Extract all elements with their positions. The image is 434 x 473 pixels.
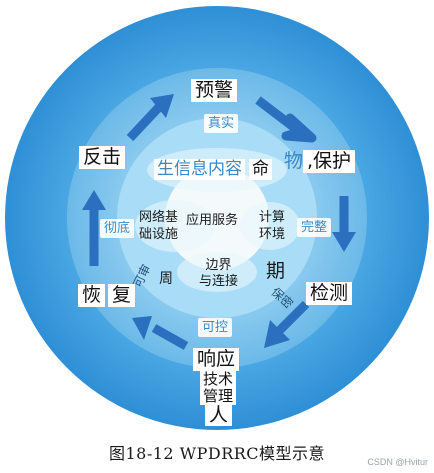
layer-mgmt: 管理 [200, 388, 237, 405]
core-info-content: 生信息内容 [154, 159, 245, 180]
arrow-head-counter [82, 190, 106, 210]
arrow-respond-to-recover [151, 324, 189, 350]
arrow-counter-to-warning [126, 102, 164, 142]
arrow-head-recover [132, 316, 152, 340]
source-credit: CSDN @Hvitur [367, 457, 428, 467]
core-network-infra: 网络基 础设施 [139, 210, 179, 242]
figure-caption: 图18-12 WPDRRC模型示意 [108, 444, 326, 463]
arrow-head-respond [264, 320, 290, 348]
step-protect: ,保护 [303, 150, 356, 173]
layer-people: 人 [205, 405, 233, 426]
step-recover-b: 复 [108, 284, 136, 307]
step-recover-a: 恢 [78, 284, 106, 307]
core-compute-env: 计算 环境 [259, 210, 286, 242]
arrow-head-warning [150, 94, 174, 118]
property-authentic: 真实 [204, 114, 239, 133]
arrow-detect-to-respond [272, 300, 310, 338]
core-life: 命 [249, 159, 272, 180]
core-boundary: 边界 与连接 [199, 258, 239, 289]
step-warning: 预警 [191, 79, 238, 102]
arrow-warning-to-protect [255, 96, 317, 143]
core-cycle: 周 [159, 271, 173, 287]
property-complete: 完整 [297, 218, 332, 237]
core-period: 期 [266, 260, 286, 282]
arrow-head-detect [332, 232, 356, 252]
step-counter: 反击 [79, 146, 126, 169]
layer-tech: 技术 [200, 371, 237, 388]
property-thorough: 彻底 [100, 219, 135, 238]
step-respond: 响应 [193, 348, 240, 371]
glow-patch [240, 202, 300, 250]
core-app-services: 应用服务 [186, 213, 239, 228]
property-controllable: 可控 [198, 318, 233, 337]
step-protect-prefix: 物 [284, 150, 304, 172]
cycle-arrows [82, 94, 356, 350]
glow-patch [135, 200, 215, 252]
glow-patch [177, 252, 257, 292]
wpdrrc-diagram [5, 6, 429, 430]
step-detect: 检测 [306, 282, 353, 305]
